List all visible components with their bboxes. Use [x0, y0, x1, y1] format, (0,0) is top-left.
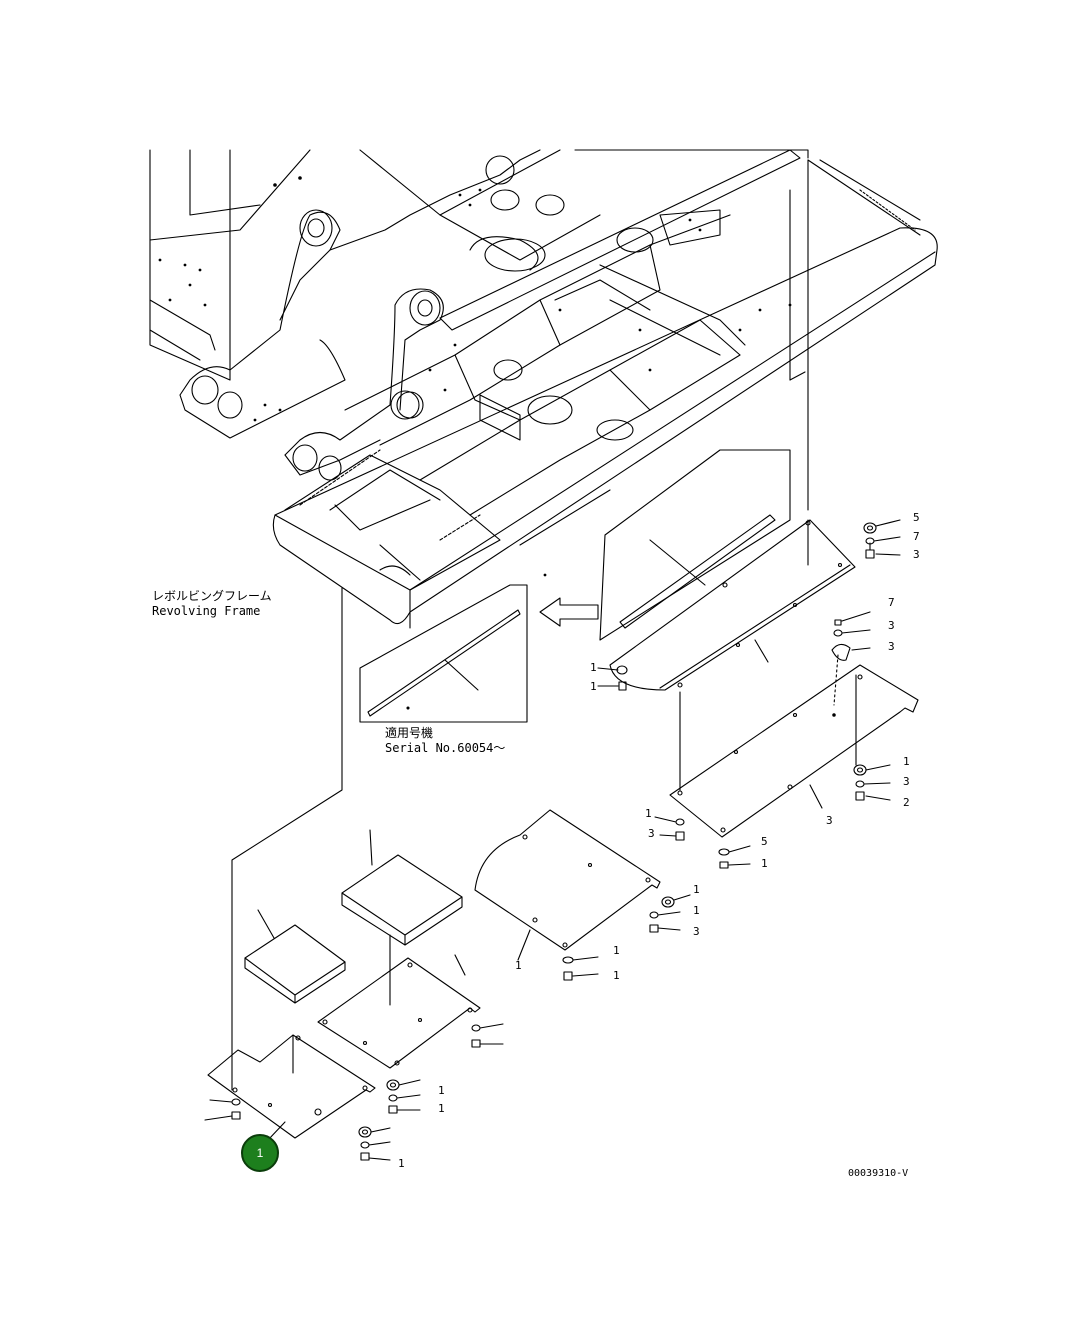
serial-detail-box	[359, 584, 528, 723]
callout-number: 5	[913, 511, 920, 524]
frame-label-jp: レボルビングフレーム	[152, 589, 272, 603]
callout-number: 1	[590, 661, 597, 674]
callout-number: 3	[826, 814, 833, 827]
callout-number: 1	[693, 904, 700, 917]
callout-number: 3	[913, 548, 920, 561]
callout-number: 1	[693, 883, 700, 896]
drawing-number: 00039310-V	[848, 1168, 909, 1179]
foam-pad-upper	[341, 854, 463, 936]
callout-number: 1	[590, 680, 597, 693]
callout-number: 1	[903, 755, 910, 768]
part-hotspot-1[interactable]: 1	[241, 1134, 279, 1172]
callout-leaders	[204, 519, 901, 1161]
detail-arrow	[539, 597, 599, 627]
callout-number: 3	[888, 640, 895, 653]
callout-number: 1	[438, 1102, 445, 1115]
callout-number: 1	[438, 1084, 445, 1097]
curved-cover	[474, 809, 661, 951]
bottom-plate	[207, 1034, 376, 1139]
callout-number: 3	[693, 925, 700, 938]
callout-number: 7	[913, 530, 920, 543]
callout-number: 1	[398, 1157, 405, 1170]
callout-number: 1	[645, 807, 652, 820]
leader-line-main	[231, 587, 343, 1091]
serial-label-jp: 適用号機	[385, 726, 434, 740]
callout-number: 1	[761, 857, 768, 870]
serial-label-en: Serial No.60054～	[385, 741, 506, 755]
callout-number: 3	[888, 619, 895, 632]
hardware	[231, 522, 877, 1161]
callout-number: 7	[888, 596, 895, 609]
callout-number: 1	[613, 969, 620, 982]
callout-number: 5	[761, 835, 768, 848]
callout-number: 3	[903, 775, 910, 788]
callout-number: 1	[515, 959, 522, 972]
upper-right-cover	[599, 449, 791, 641]
callout-number: 2	[903, 796, 910, 809]
revolving-frame	[149, 149, 938, 629]
side-cover-plate	[609, 519, 856, 691]
frame-label-en: Revolving Frame	[152, 604, 261, 618]
foam-pad-lower	[244, 924, 346, 996]
callout-number: 3	[648, 827, 655, 840]
middle-plate	[317, 957, 481, 1069]
callout-number: 1	[613, 944, 620, 957]
lower-right-cover	[669, 664, 919, 838]
